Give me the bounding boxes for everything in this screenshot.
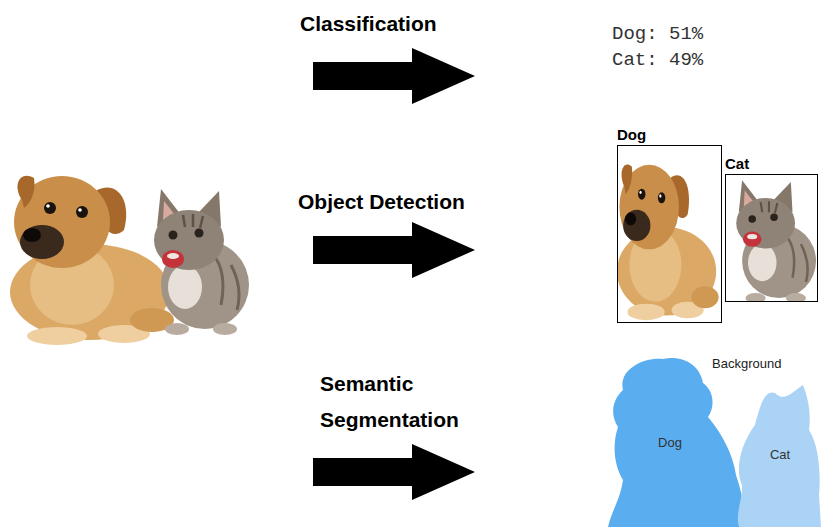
- class-score: Dog: 51%: [612, 22, 703, 46]
- task-title: Object Detection: [298, 184, 465, 220]
- mask-fill: [738, 385, 821, 527]
- box-label: Dog: [617, 126, 646, 144]
- segment-mask: Dog: [608, 355, 748, 527]
- bounding-box: Dog: [617, 145, 722, 323]
- segment-mask: Cat: [735, 385, 821, 527]
- mask-fill: [608, 358, 744, 527]
- box-label: Cat: [725, 155, 749, 173]
- detection-crops: [617, 165, 816, 321]
- bounding-box: Cat: [725, 174, 818, 302]
- segment-label: Dog: [658, 435, 682, 451]
- task-title: Semantic Segmentation: [320, 366, 490, 438]
- process-arrows: [313, 48, 475, 500]
- segment-label: Cat: [770, 447, 790, 463]
- region-label: Background: [712, 356, 781, 372]
- class-score: Cat: 49%: [612, 48, 703, 72]
- task-title: Classification: [300, 6, 437, 42]
- photo: [10, 176, 249, 345]
